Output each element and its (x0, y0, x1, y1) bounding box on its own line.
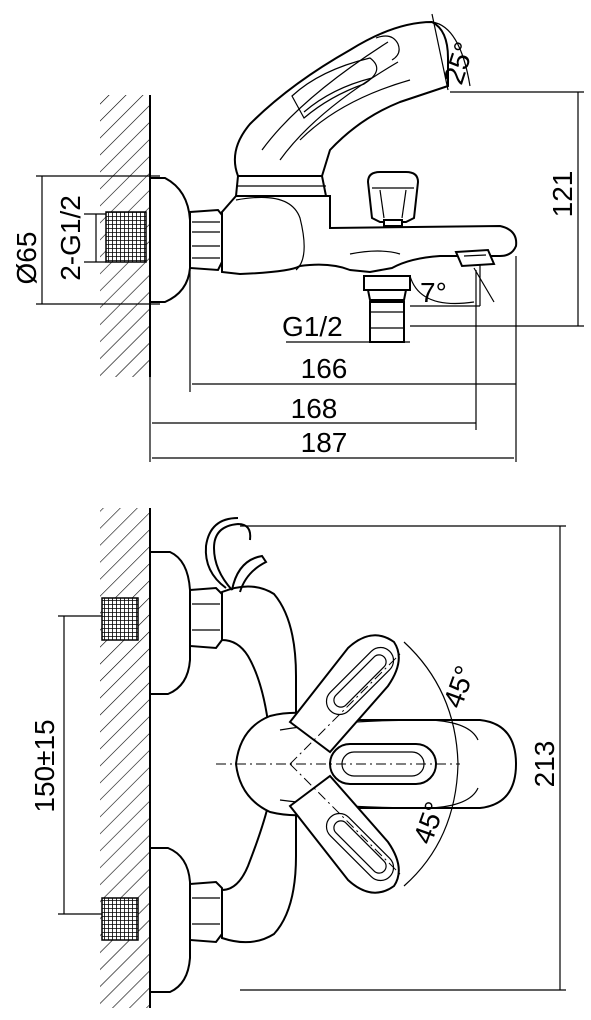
height-label: 121 (547, 171, 578, 218)
front-view: 150±15 213 45° 45° (29, 508, 566, 1008)
lower-nut (189, 880, 223, 944)
outlet-thread-label: G1/2 (282, 311, 343, 342)
upper-nut (189, 586, 223, 650)
spout-tip (454, 248, 496, 268)
length-187-label: 187 (301, 427, 348, 458)
wall-flange (149, 177, 191, 303)
side-view: 25° 121 Ø65 2-G1/2 7° G1/2 166 168 187 (11, 13, 584, 462)
spout-angle-label: 7° (420, 277, 447, 308)
upper-inlet-thread (101, 597, 139, 641)
lower-arm (221, 804, 297, 944)
inlet-thread-label: 2-G1/2 (55, 195, 86, 281)
lever-angle-up-label: 45° (437, 662, 481, 712)
lower-lever (288, 774, 400, 894)
mixer-body (221, 195, 518, 276)
length-166-label: 166 (301, 353, 348, 384)
upper-flange (149, 551, 191, 695)
upper-lever (288, 634, 400, 754)
upper-arm (221, 585, 297, 724)
total-height-label: 213 (529, 741, 560, 788)
lower-inlet-thread (101, 897, 139, 941)
shower-hook (204, 517, 252, 591)
diverter-knob (366, 171, 420, 223)
length-168-label: 168 (291, 393, 338, 424)
shower-outlet (363, 275, 411, 291)
flange-diameter-label: Ø65 (11, 232, 42, 285)
center-distance-label: 150±15 (29, 719, 60, 812)
inlet-thread (105, 211, 147, 263)
lower-flange (149, 847, 191, 993)
inlet-nut (189, 208, 223, 272)
